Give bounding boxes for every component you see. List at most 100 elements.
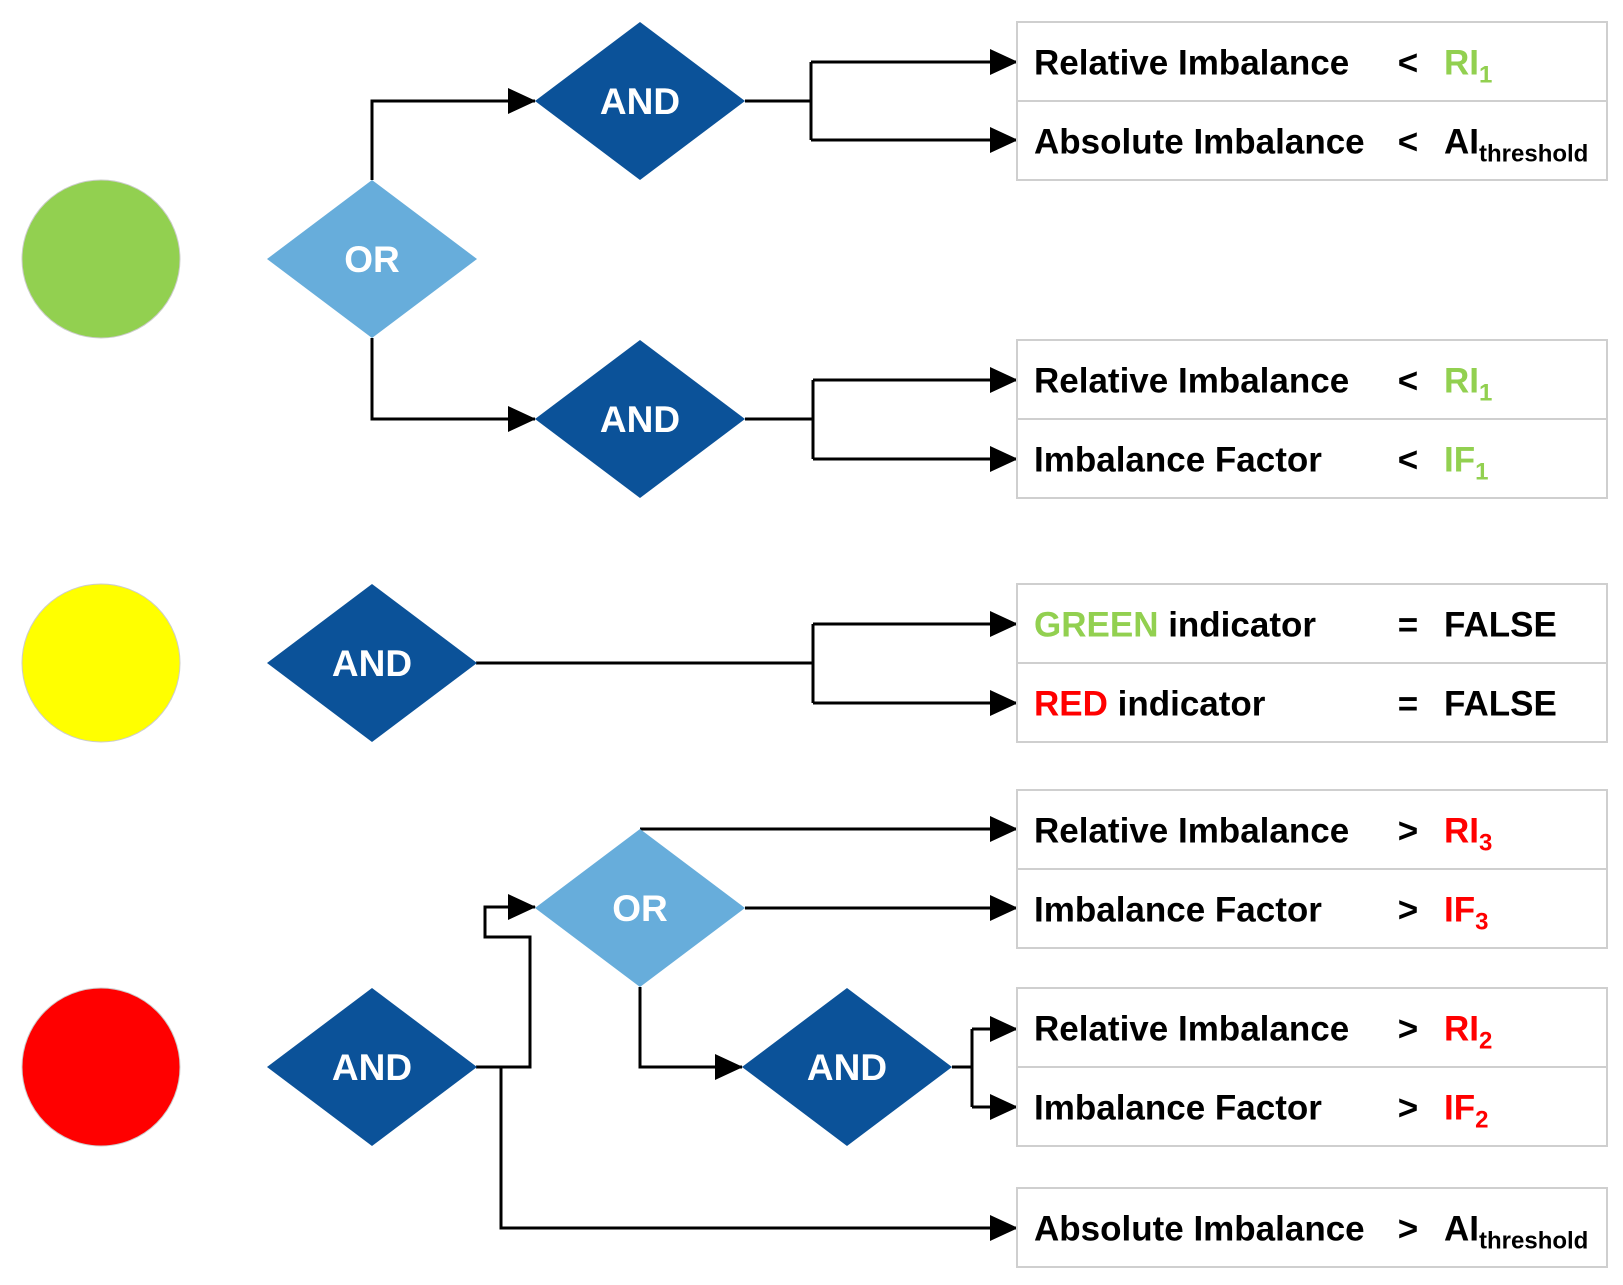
condition-value-subscript: 2 [1475, 1107, 1488, 1134]
condition-label-colored: RED [1034, 685, 1108, 724]
red-connectors [476, 816, 1018, 1241]
gate-or-red: OR [535, 829, 745, 987]
condition-value-subscript: 1 [1479, 380, 1492, 407]
condition-label: RED indicator [1034, 685, 1266, 724]
condition-row: Imbalance Factor < IF1 [1016, 418, 1608, 499]
condition-operator: > [1398, 812, 1418, 851]
condition-box [1016, 418, 1608, 499]
condition-value-subscript: 1 [1479, 62, 1492, 89]
condition-row: Relative Imbalance > RI2 [1016, 987, 1608, 1068]
condition-box [1016, 21, 1608, 102]
condition-operator: > [1398, 1210, 1418, 1249]
condition-operator: > [1398, 1010, 1418, 1049]
condition-box [1016, 583, 1608, 664]
condition-value-main: FALSE [1444, 685, 1557, 724]
red-indicator-circle [21, 987, 181, 1147]
condition-label: Imbalance Factor [1034, 441, 1322, 480]
condition-label: Relative Imbalance [1034, 812, 1349, 851]
condition-value-subscript: threshold [1479, 1228, 1588, 1255]
condition-label-text: Relative Imbalance [1034, 362, 1349, 401]
condition-label: GREEN indicator [1034, 606, 1316, 645]
condition-value-subscript: threshold [1479, 141, 1588, 168]
condition-label: Relative Imbalance [1034, 362, 1349, 401]
gate-or-green: OR [267, 180, 477, 338]
condition-operator: < [1398, 441, 1418, 480]
yellow-indicator-circle [21, 583, 181, 743]
gate-label: AND [332, 1047, 412, 1088]
condition-value-main: RI [1444, 812, 1479, 851]
condition-row: GREEN indicator = FALSE [1016, 583, 1608, 664]
condition-value: RI3 [1444, 812, 1492, 857]
condition-value-main: FALSE [1444, 606, 1557, 645]
condition-box [1016, 868, 1608, 949]
condition-box [1016, 1187, 1608, 1268]
condition-label: Absolute Imbalance [1034, 1210, 1365, 1249]
condition-value: IF3 [1444, 891, 1488, 936]
condition-operator: > [1398, 1089, 1418, 1128]
gate-label: OR [612, 888, 668, 929]
condition-value: RI1 [1444, 362, 1492, 407]
condition-operator: > [1398, 891, 1418, 930]
condition-label: Relative Imbalance [1034, 44, 1349, 83]
condition-row: Absolute Imbalance>AIthreshold [1016, 1187, 1608, 1268]
condition-value: FALSE [1444, 685, 1557, 724]
condition-label-text: Relative Imbalance [1034, 1010, 1349, 1049]
condition-label-text: Relative Imbalance [1034, 44, 1349, 83]
condition-label-text: Absolute Imbalance [1034, 1210, 1365, 1249]
gate-and-red: AND [267, 988, 477, 1146]
condition-operator: < [1398, 362, 1418, 401]
gate-label: AND [600, 399, 680, 440]
condition-box [1016, 662, 1608, 743]
condition-value: RI2 [1444, 1010, 1492, 1055]
condition-operator: = [1398, 606, 1418, 645]
gate-label: AND [332, 643, 412, 684]
condition-box [1016, 789, 1608, 870]
condition-row: Relative Imbalance > RI3 [1016, 789, 1608, 870]
condition-value-main: IF [1444, 441, 1475, 480]
condition-label-text: Imbalance Factor [1034, 891, 1322, 930]
condition-value-subscript: 3 [1475, 909, 1488, 936]
green-connectors [370, 49, 1018, 472]
condition-value-main: AI [1444, 123, 1479, 162]
condition-box [1016, 987, 1608, 1068]
condition-row: RED indicator = FALSE [1016, 662, 1608, 743]
green-indicator-circle [21, 179, 181, 339]
gate-label: AND [600, 81, 680, 122]
condition-label-colored: GREEN [1034, 606, 1158, 645]
condition-value-main: RI [1444, 1010, 1479, 1049]
condition-box [1016, 100, 1608, 181]
yellow-connectors [476, 611, 1018, 716]
condition-row: Imbalance Factor > IF3 [1016, 868, 1608, 949]
condition-box [1016, 339, 1608, 420]
condition-operator: < [1398, 44, 1418, 83]
condition-value-subscript: 3 [1479, 830, 1492, 857]
gate-and-green-1: AND [535, 22, 745, 180]
condition-operator: = [1398, 685, 1418, 724]
condition-value-subscript: 2 [1479, 1028, 1492, 1055]
condition-operator: < [1398, 123, 1418, 162]
condition-value-subscript: 1 [1475, 459, 1488, 486]
condition-value-main: RI [1444, 44, 1479, 83]
condition-label: Imbalance Factor [1034, 891, 1322, 930]
condition-label-text: Relative Imbalance [1034, 812, 1349, 851]
condition-row: Relative Imbalance < RI1 [1016, 339, 1608, 420]
condition-value: IF1 [1444, 441, 1488, 486]
gate-and-green-2: AND [535, 340, 745, 498]
condition-value: RI1 [1444, 44, 1492, 89]
condition-row: Relative Imbalance < RI1 [1016, 21, 1608, 102]
condition-label-text: Imbalance Factor [1034, 441, 1322, 480]
condition-label-text: indicator [1108, 685, 1266, 724]
condition-label-text: indicator [1158, 606, 1316, 645]
gate-and-red-2: AND [742, 988, 952, 1146]
condition-box [1016, 1066, 1608, 1147]
gate-and-yellow: AND [267, 584, 477, 742]
condition-label: Imbalance Factor [1034, 1089, 1322, 1128]
condition-value-main: IF [1444, 1089, 1475, 1128]
condition-row: Imbalance Factor > IF2 [1016, 1066, 1608, 1147]
condition-value: FALSE [1444, 606, 1557, 645]
condition-value: AIthreshold [1444, 123, 1588, 168]
condition-label: Absolute Imbalance [1034, 123, 1365, 162]
gate-label: AND [807, 1047, 887, 1088]
